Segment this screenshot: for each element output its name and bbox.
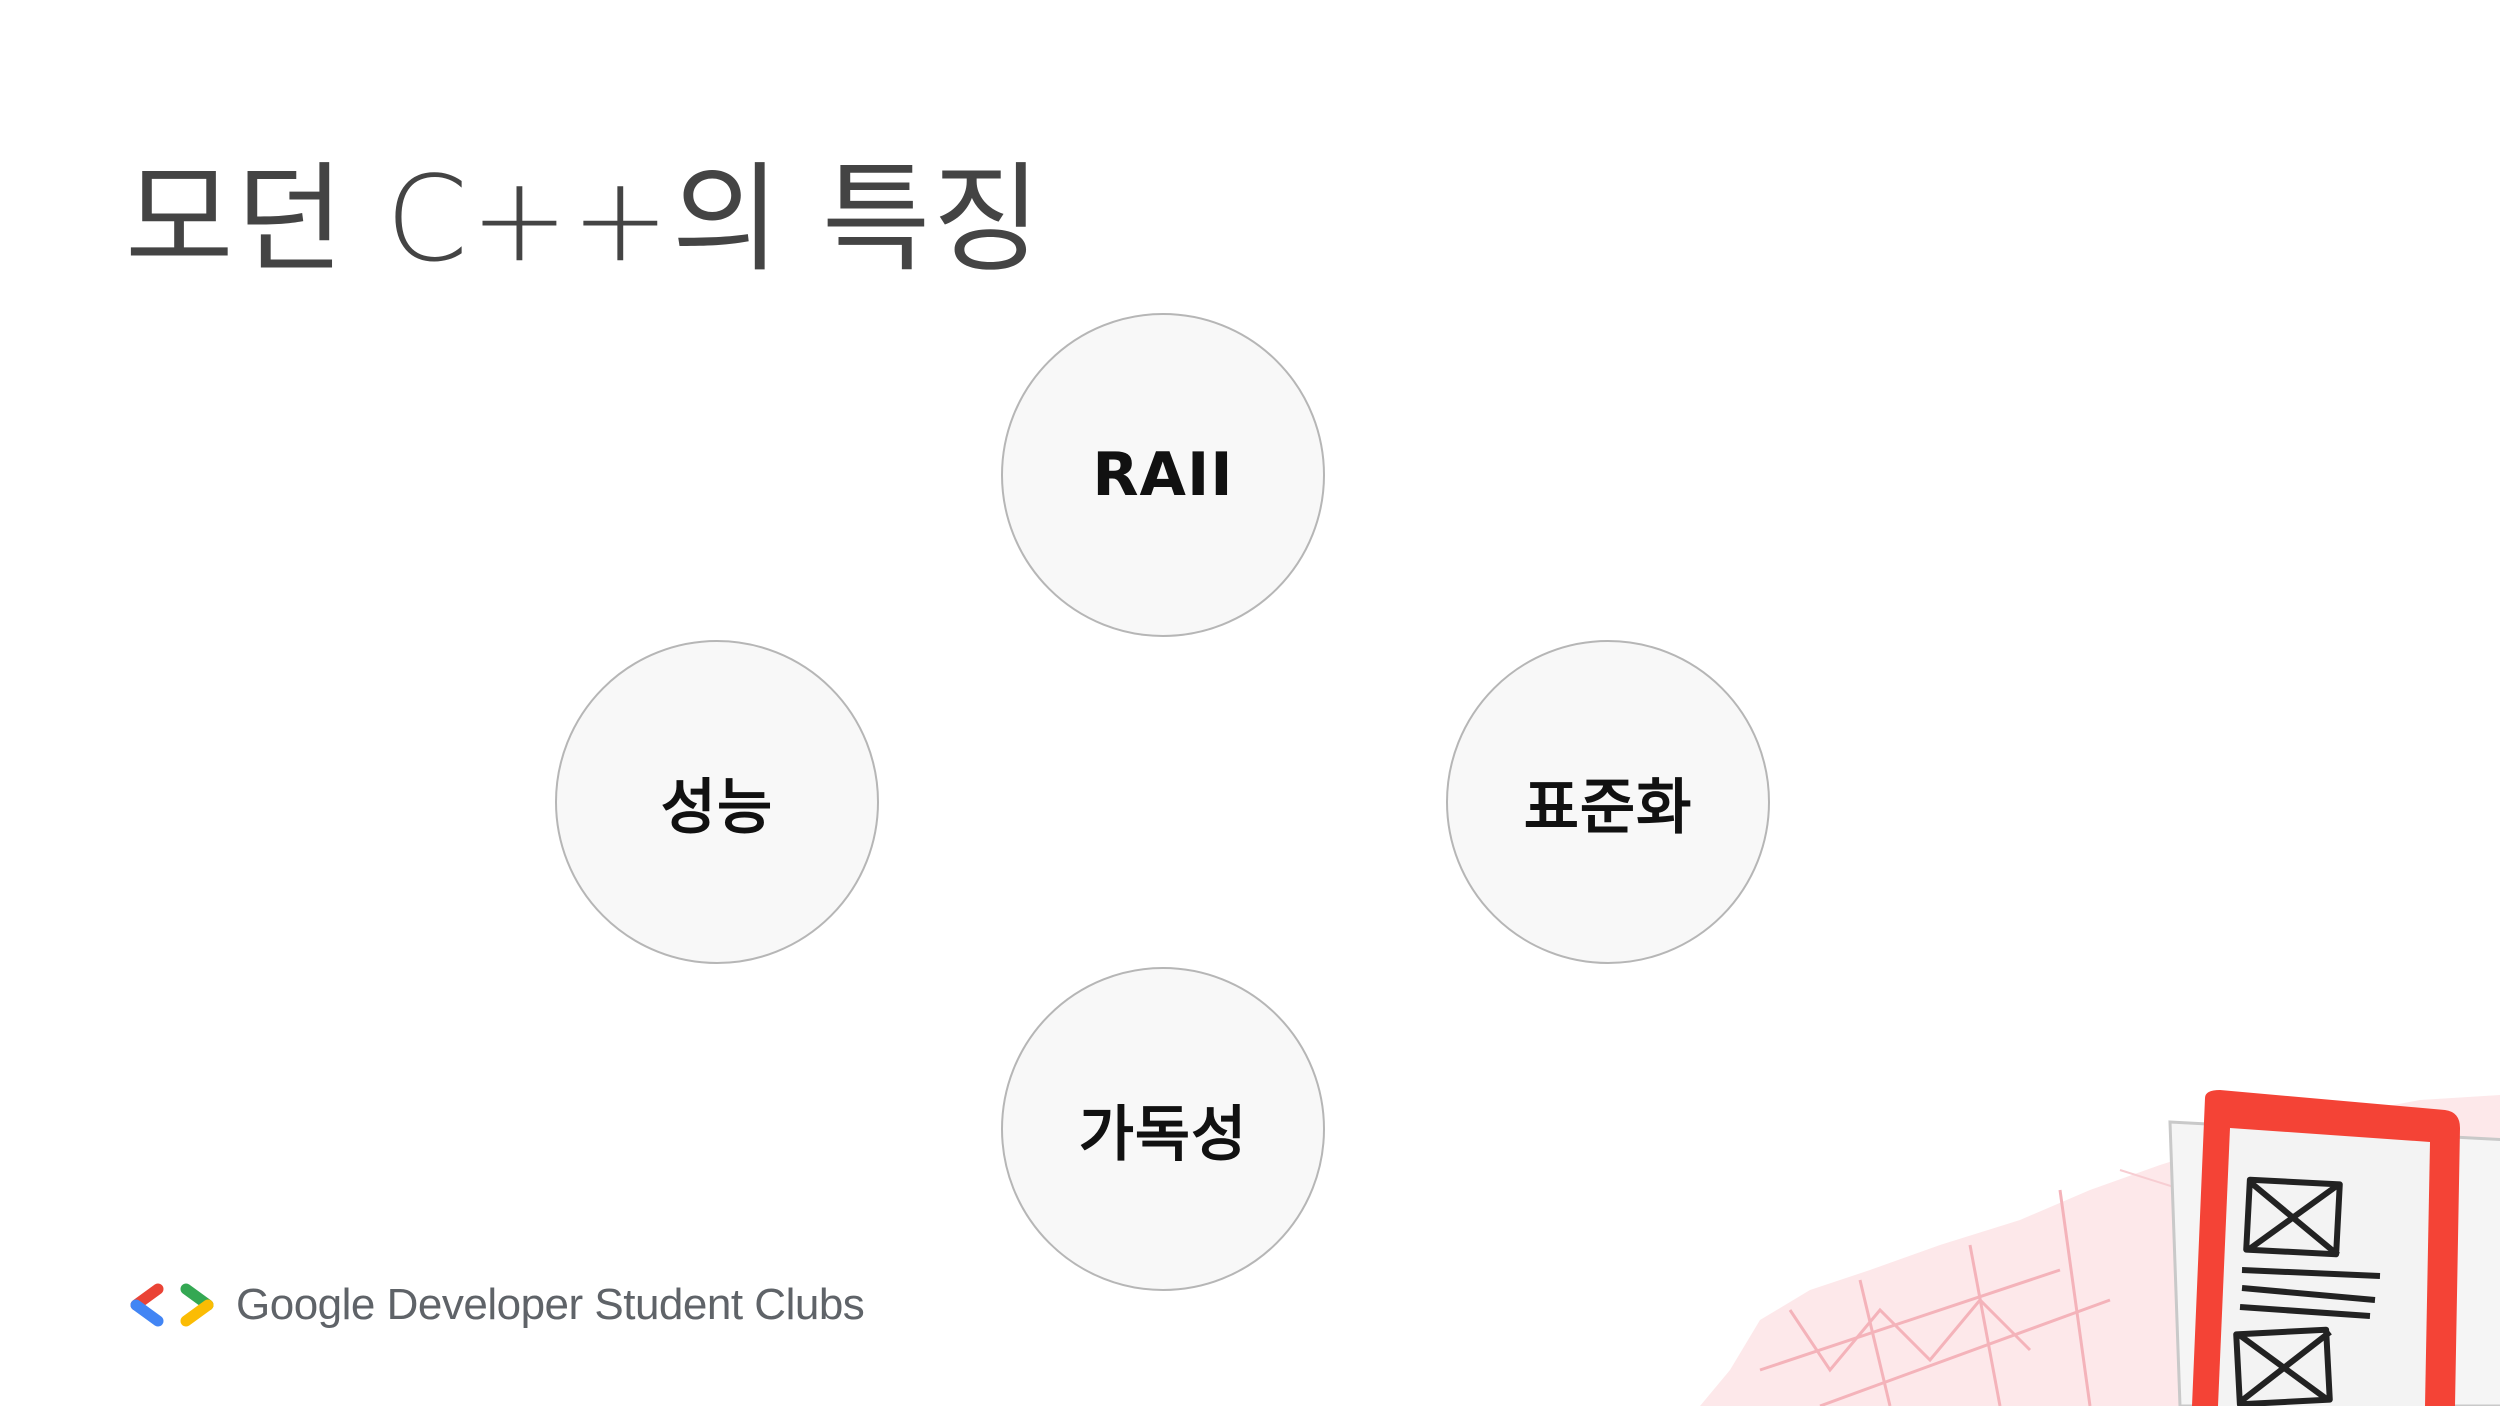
gdsc-brackets-icon [128,1281,216,1329]
brand-text: Google Developer Student Clubs [236,1280,864,1330]
feature-circle-raii: RAII [1001,313,1325,637]
phone-illustration [1640,1070,2500,1406]
feature-label-raii: RAII [1092,440,1233,510]
feature-circle-readability: 가독성 [1001,967,1325,1291]
slide-title: 모던 C++의 특징 [125,160,1043,278]
footer-branding: Google Developer Student Clubs [128,1280,864,1330]
feature-label-readability: 가독성 [1079,1086,1248,1173]
feature-circle-performance: 성능 [555,640,879,964]
feature-circle-standardization: 표준화 [1446,640,1770,964]
feature-label-standardization: 표준화 [1524,759,1693,846]
feature-label-performance: 성능 [661,759,773,846]
